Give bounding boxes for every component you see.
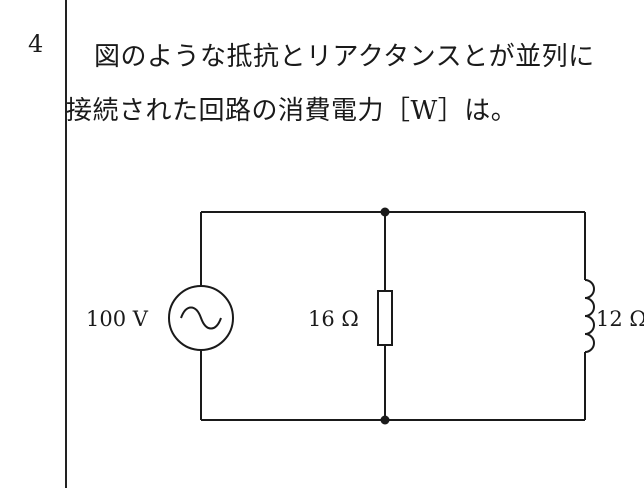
source-label: 100 V — [86, 307, 149, 331]
inductor-symbol — [584, 279, 595, 353]
question-number: 4 — [28, 30, 44, 58]
margin-rule — [65, 0, 67, 488]
resistor-label: 16 Ω — [308, 307, 359, 331]
junction-bottom — [380, 415, 390, 425]
resistor-symbol — [377, 290, 393, 346]
sine-wave-icon — [180, 306, 222, 330]
ac-source-symbol — [168, 285, 234, 351]
question-text: 図のような抵抗とリアクタンスとが並列に 接続された回路の消費電力［W］は。 — [66, 30, 641, 138]
question-line-1: 図のような抵抗とリアクタンスとが並列に — [94, 42, 595, 72]
inductor-label: 12 Ω — [596, 307, 644, 331]
question-line-2: 接続された回路の消費電力［W］は。 — [66, 96, 518, 126]
junction-top — [380, 207, 390, 217]
